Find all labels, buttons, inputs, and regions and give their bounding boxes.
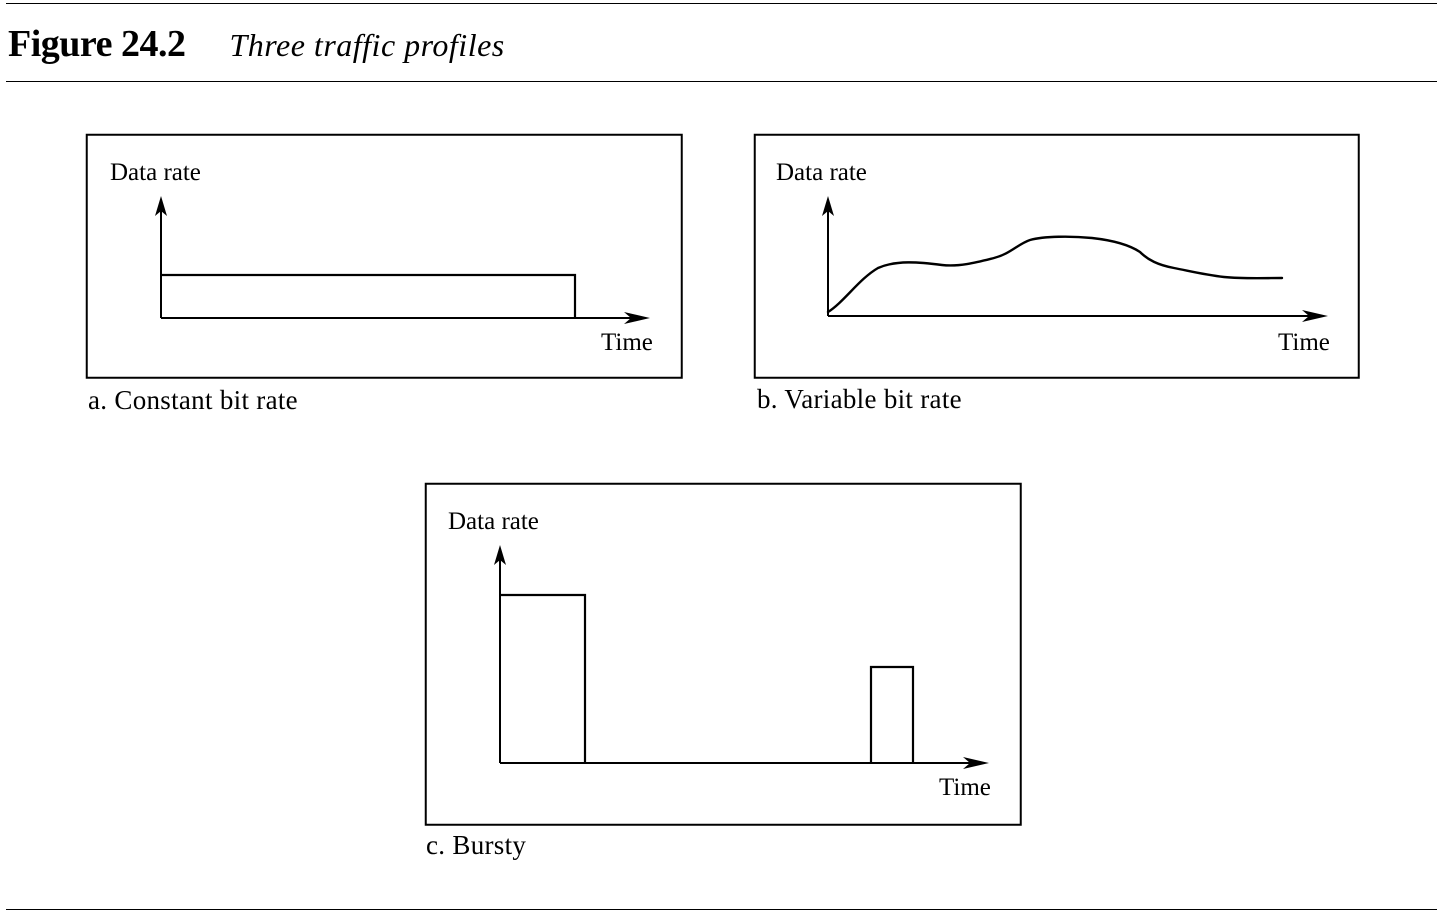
top-rule [6, 3, 1437, 4]
second-burst [869, 665, 915, 763]
x-axis-arrowhead [624, 312, 650, 324]
panel-caption: a. Constant bit rate [88, 385, 298, 415]
y-axis-label: Data rate [110, 159, 201, 186]
y-axis-label: Data rate [776, 159, 867, 186]
x-axis-arrowhead [963, 757, 989, 769]
panel-constant-bit-rate: Data rate Time a. Constant bit rate [85, 133, 686, 419]
first-burst [500, 593, 587, 763]
panel-variable-bit-rate: Data rate Time b. Variable bit rate [753, 133, 1364, 419]
constant-rate-profile [161, 273, 577, 318]
bottom-rule [6, 909, 1437, 910]
panel-frame [424, 482, 1022, 826]
title-rule [6, 81, 1437, 82]
y-axis-arrowhead [494, 545, 506, 565]
constant-bit-rate-diagram [85, 133, 683, 379]
figure-caption: Three traffic profiles [229, 27, 505, 63]
figure-number: Figure 24.2 [8, 23, 186, 65]
panel-frame [753, 133, 1360, 379]
panel-caption: c. Bursty [426, 830, 527, 860]
y-axis-arrowhead [155, 196, 167, 216]
variable-rate-curve [826, 235, 1284, 314]
figure-title: Figure 24.2 Three traffic profiles [8, 22, 505, 66]
x-axis-label: Time [1278, 329, 1330, 356]
x-axis-label: Time [601, 329, 653, 356]
y-axis-label: Data rate [448, 508, 539, 535]
y-axis-arrowhead [822, 196, 834, 216]
variable-bit-rate-diagram [753, 133, 1360, 379]
panel-bursty: Data rate Time c. Bursty [424, 482, 1025, 868]
x-axis-label: Time [939, 774, 991, 801]
panel-frame [85, 133, 683, 379]
bursty-diagram [424, 482, 1022, 826]
panel-caption: b. Variable bit rate [757, 384, 962, 414]
x-axis-arrowhead [1302, 310, 1328, 322]
